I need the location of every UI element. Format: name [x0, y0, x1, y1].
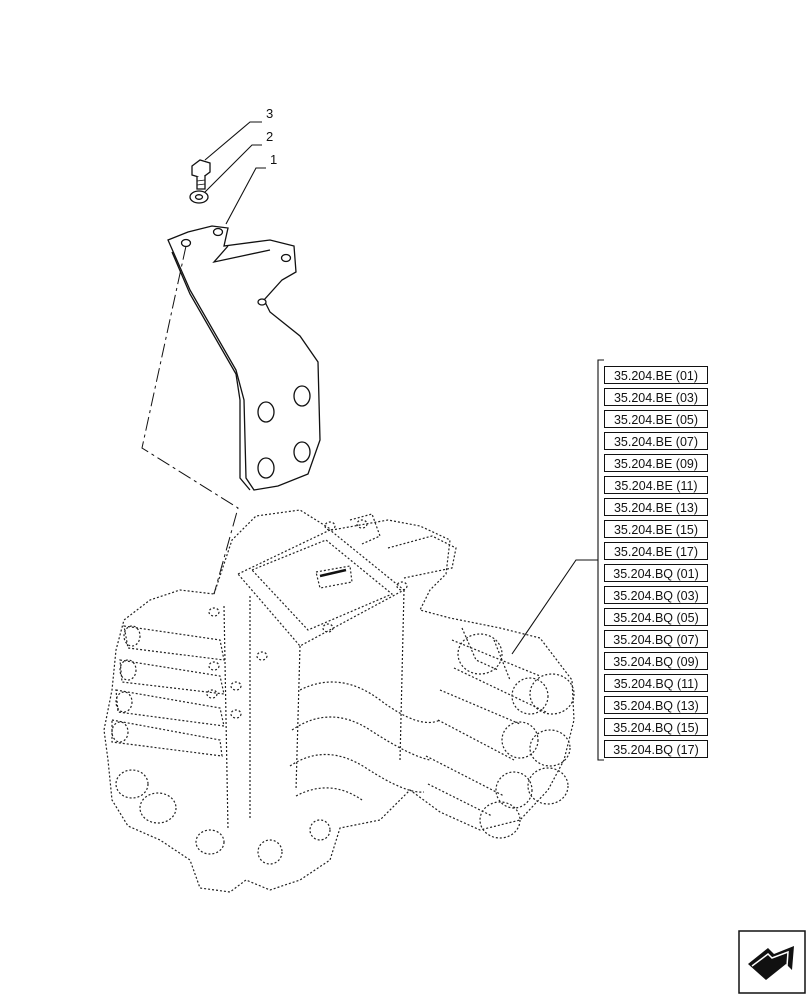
reference-link[interactable]: 35.204.BQ (15) — [604, 718, 708, 736]
reference-link[interactable]: 35.204.BQ (09) — [604, 652, 708, 670]
reference-link[interactable]: 35.204.BQ (13) — [604, 696, 708, 714]
control-valve-assembly — [103, 509, 575, 893]
reference-link[interactable]: 35.204.BE (03) — [604, 388, 708, 406]
callout-leaders — [204, 121, 266, 225]
reference-link[interactable]: 35.204.BE (17) — [604, 542, 708, 560]
reference-link[interactable]: 35.204.BE (15) — [604, 520, 708, 538]
reference-link[interactable]: 35.204.BE (07) — [604, 432, 708, 450]
bracket-part — [167, 225, 321, 491]
reference-link[interactable]: 35.204.BQ (05) — [604, 608, 708, 626]
callout-1: 1 — [270, 152, 277, 167]
label-plate-mark — [319, 568, 347, 578]
reference-link[interactable]: 35.204.BE (13) — [604, 498, 708, 516]
next-page-button[interactable] — [738, 930, 806, 994]
bolt-part — [191, 159, 211, 190]
reference-link[interactable]: 35.204.BQ (03) — [604, 586, 708, 604]
alignment-line — [141, 245, 239, 595]
reference-link[interactable]: 35.204.BQ (17) — [604, 740, 708, 758]
callout-3: 3 — [266, 106, 273, 121]
reference-link[interactable]: 35.204.BE (01) — [604, 366, 708, 384]
reference-link[interactable]: 35.204.BE (11) — [604, 476, 708, 494]
arrow-next-page-icon — [738, 930, 806, 994]
reference-link[interactable]: 35.204.BQ (07) — [604, 630, 708, 648]
reference-link[interactable]: 35.204.BE (05) — [604, 410, 708, 428]
reference-link[interactable]: 35.204.BE (09) — [604, 454, 708, 472]
reference-link[interactable]: 35.204.BQ (11) — [604, 674, 708, 692]
reference-bracket — [511, 359, 604, 761]
washer-part — [189, 190, 209, 204]
callout-2: 2 — [266, 129, 273, 144]
reference-link[interactable]: 35.204.BQ (01) — [604, 564, 708, 582]
